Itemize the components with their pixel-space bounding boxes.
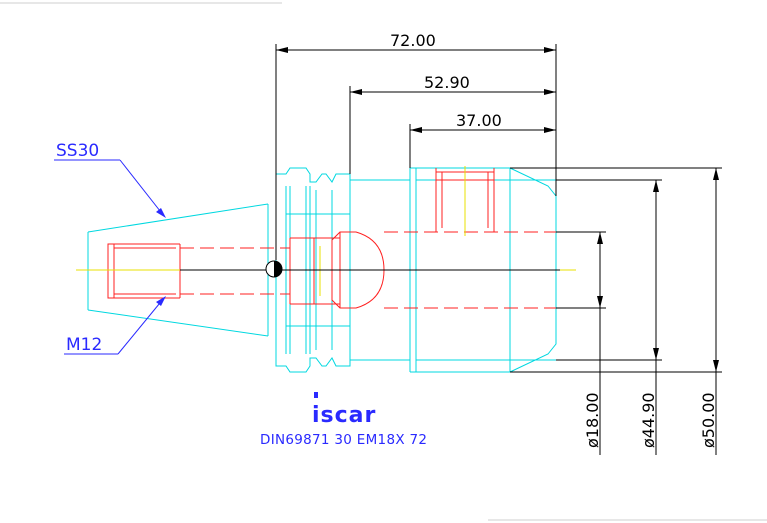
- centerlines: [76, 166, 576, 296]
- dim-flange-diameter: ø50.00: [699, 392, 718, 448]
- reference-point: [180, 260, 560, 278]
- tool-designation: DIN69871 30 EM18X 72: [260, 432, 427, 448]
- thread-label: M12: [66, 335, 102, 355]
- dimension-arrows: [276, 47, 719, 372]
- logo-text: iscar: [312, 403, 376, 428]
- dimension-lines: [275, 44, 722, 455]
- dim-overall-length: 72.00: [390, 31, 436, 50]
- dim-short-length: 37.00: [456, 111, 502, 130]
- annotation-leaders: [54, 159, 165, 355]
- brand-logo: iscar: [312, 392, 376, 428]
- hidden-lines: [107, 168, 556, 309]
- dim-body-diameter: ø44.90: [639, 392, 658, 448]
- dim-middle-length: 52.90: [424, 73, 470, 92]
- annotation-arrows: [156, 208, 166, 306]
- dim-bore-diameter: ø18.00: [583, 392, 602, 448]
- taper-label: SS30: [56, 141, 99, 161]
